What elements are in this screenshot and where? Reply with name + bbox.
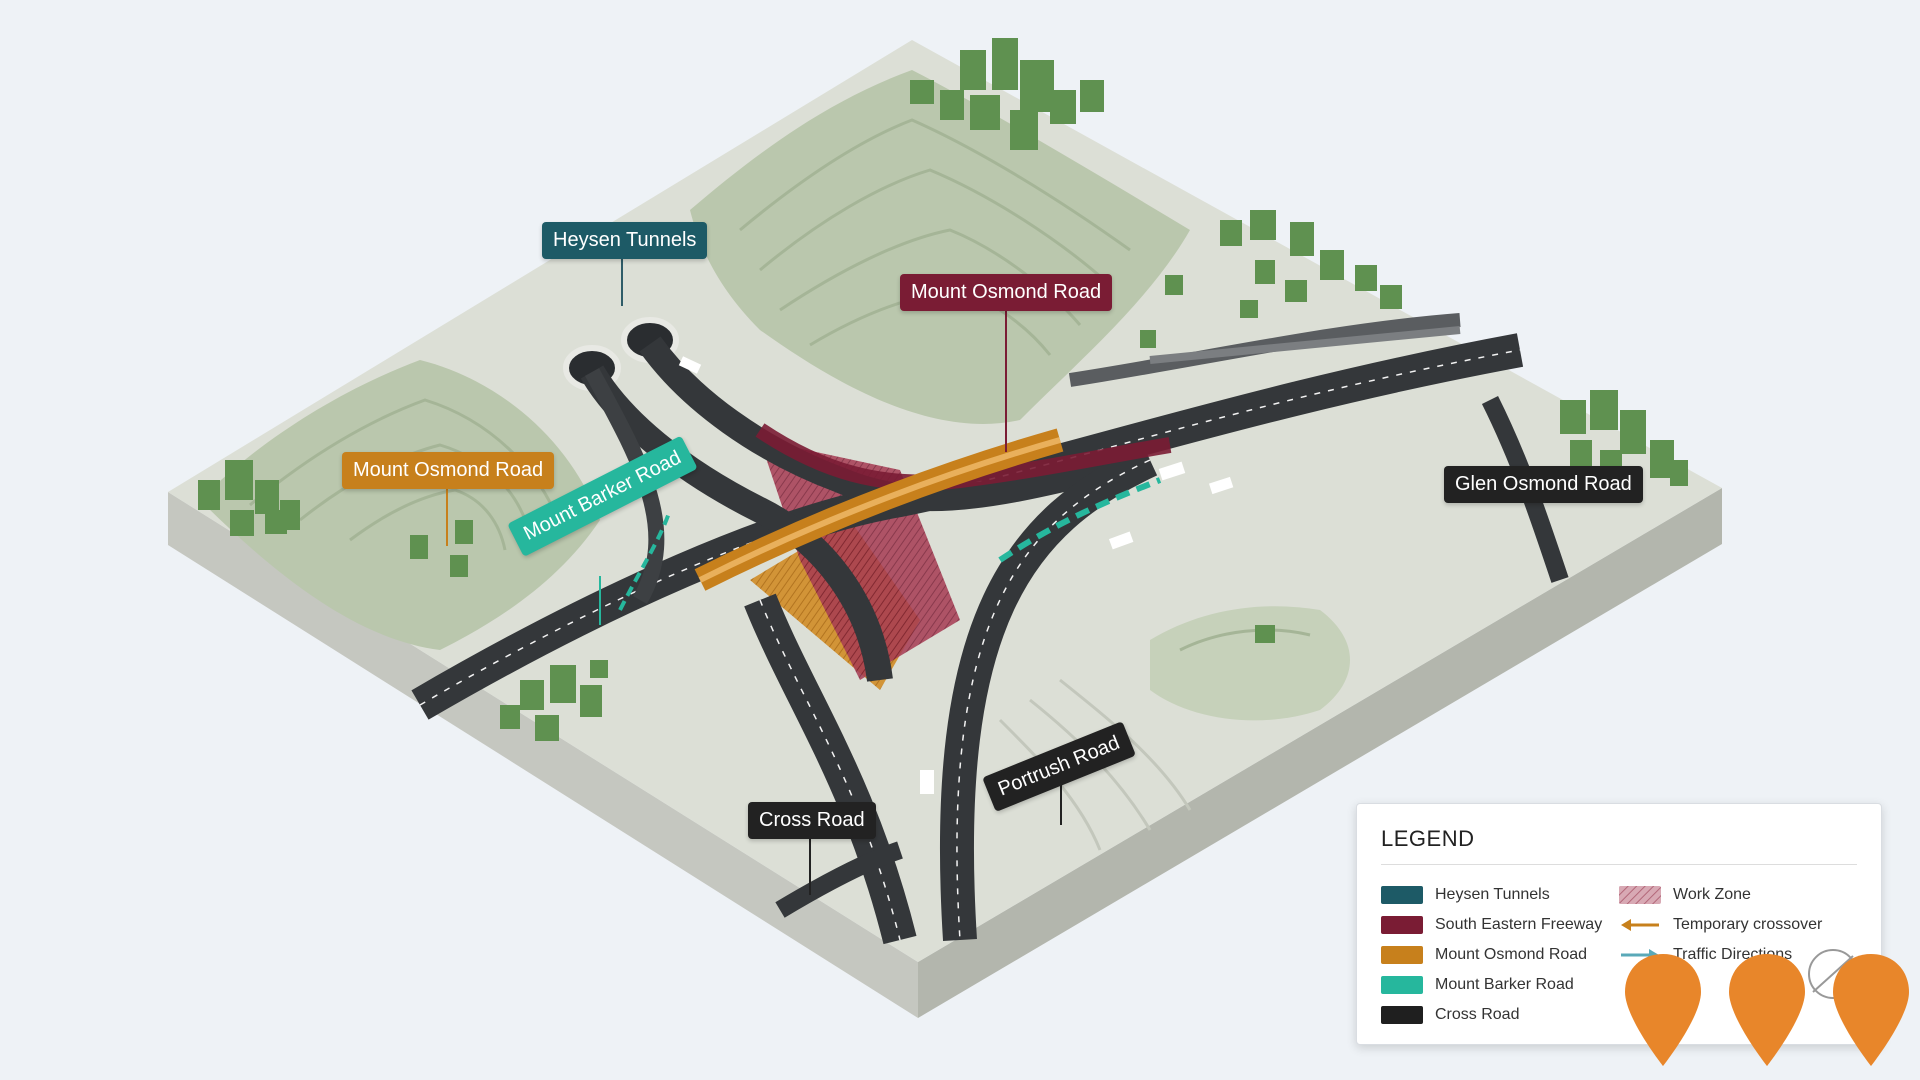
label-glen-osmond-road: Glen Osmond Road bbox=[1444, 466, 1643, 503]
legend-label: Cross Road bbox=[1435, 1006, 1520, 1023]
legend-item-temporary-crossover: Temporary crossover bbox=[1619, 916, 1822, 934]
arrow-left-icon bbox=[1621, 919, 1659, 931]
label-heysen-tunnels: Heysen Tunnels bbox=[542, 222, 708, 259]
legend-label: Mount Barker Road bbox=[1435, 976, 1574, 993]
legend-swatch bbox=[1381, 1006, 1423, 1024]
legend-item-work-zone: Work Zone bbox=[1619, 886, 1751, 904]
trees-north bbox=[910, 38, 1104, 150]
label-cross-road: Cross Road bbox=[748, 802, 876, 839]
mount-barker-lane bbox=[998, 477, 1162, 563]
legend-label: Mount Osmond Road bbox=[1435, 946, 1588, 963]
tunnel-road-right bbox=[639, 336, 1104, 512]
trees-northeast bbox=[1140, 210, 1402, 348]
legend-item-mount-osmond-road: Mount Osmond Road bbox=[1381, 946, 1587, 964]
label-mount-osmond-road-right: Mount Osmond Road bbox=[900, 274, 1113, 311]
legend-title: LEGEND bbox=[1381, 826, 1475, 851]
legend-swatch bbox=[1381, 916, 1423, 934]
legend-swatch bbox=[1381, 946, 1423, 964]
legend-swatch bbox=[1381, 976, 1423, 994]
legend-label: Temporary crossover bbox=[1673, 916, 1823, 933]
legend-label: South Eastern Freeway bbox=[1435, 916, 1603, 933]
hill-west bbox=[200, 360, 600, 650]
legend-divider bbox=[1381, 864, 1857, 865]
legend-label: Heysen Tunnels bbox=[1435, 886, 1550, 903]
legend-item-south-eastern-freeway: South Eastern Freeway bbox=[1381, 916, 1602, 934]
hill-south-east bbox=[1150, 606, 1350, 721]
tunnel-road-left bbox=[580, 365, 893, 682]
terrain-side-left bbox=[168, 492, 918, 1018]
trees-south bbox=[500, 660, 608, 741]
legend-swatch bbox=[1381, 886, 1423, 904]
trees-ring bbox=[410, 520, 1275, 643]
hill-north bbox=[690, 70, 1190, 424]
legend-item-mount-barker-road: Mount Barker Road bbox=[1381, 976, 1574, 994]
terrain-side-right bbox=[918, 488, 1722, 1018]
label-mount-osmond-road-left: Mount Osmond Road bbox=[342, 452, 555, 489]
legend-swatch bbox=[1619, 886, 1661, 904]
legend-label: Work Zone bbox=[1673, 886, 1751, 903]
map-pin-icon[interactable] bbox=[1830, 952, 1912, 1070]
map-pin-icon[interactable] bbox=[1726, 952, 1808, 1070]
map-pin-icon[interactable] bbox=[1622, 952, 1704, 1070]
trees-west bbox=[198, 460, 300, 536]
cross-road-segment bbox=[775, 841, 903, 918]
legend-item-heysen-tunnels: Heysen Tunnels bbox=[1381, 886, 1550, 904]
legend-item-cross-road: Cross Road bbox=[1381, 1006, 1519, 1024]
